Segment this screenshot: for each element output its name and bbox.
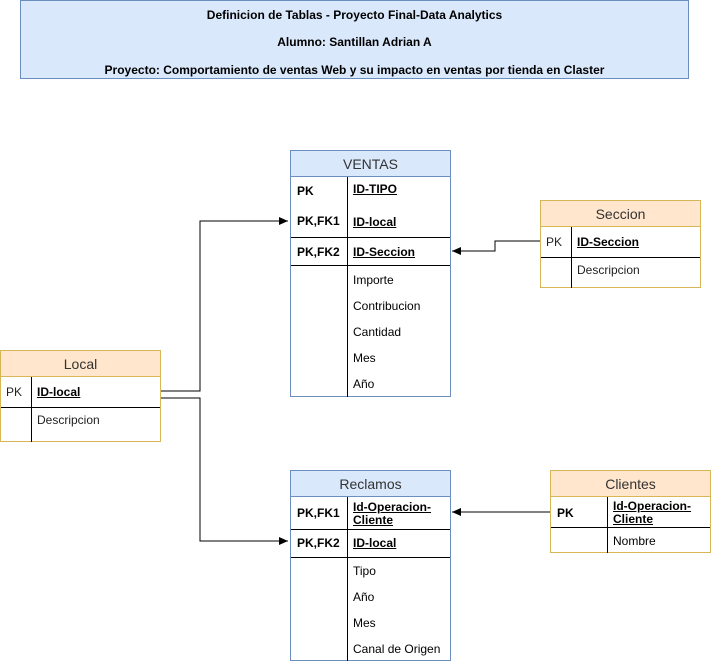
field-row: Año (353, 590, 375, 604)
table-ventas[interactable]: VENTAS PK ID-TIPO PK,FK1 ID-local PK,FK2… (290, 150, 451, 397)
key-label: PK,FK2 (297, 536, 340, 550)
table-seccion-title: Seccion (541, 201, 700, 227)
field-row: Mes (353, 616, 376, 630)
column-divider (347, 177, 348, 397)
field-row: Contribucion (353, 299, 421, 313)
row-divider (291, 237, 450, 238)
key-field: ID-local (353, 215, 397, 229)
row-divider (291, 265, 450, 266)
key-label: PK (557, 506, 574, 520)
key-field: Id-Operacion-Cliente (353, 500, 432, 527)
table-clientes-title: Clientes (551, 471, 710, 497)
key-label: PK (546, 235, 563, 249)
header-title: Definicion de Tablas - Proyecto Final-Da… (206, 8, 503, 22)
row-divider (1, 407, 160, 408)
key-field: ID-Seccion (353, 245, 416, 259)
table-ventas-title: VENTAS (291, 151, 450, 177)
field-row: Nombre (613, 534, 656, 548)
edge-local-reclamos (160, 397, 288, 545)
table-local[interactable]: Local PK ID-local Descripcion (0, 350, 161, 442)
field-row: Importe (353, 273, 394, 287)
row-divider (541, 257, 700, 258)
edge-seccion-ventas (452, 240, 540, 255)
table-clientes[interactable]: Clientes PK Id-Operacion-Cliente Nombre (550, 470, 711, 553)
key-field: ID-Seccion (577, 235, 640, 249)
header-student: Alumno: Santillan Adrian A (277, 35, 432, 49)
row-divider (291, 557, 450, 558)
table-seccion[interactable]: Seccion PK ID-Seccion Descripcion (540, 200, 701, 288)
field-row: Tipo (353, 564, 376, 578)
key-field: Id-Operacion-Cliente (613, 499, 692, 526)
field-row: Año (353, 377, 375, 391)
key-label: PK,FK2 (297, 245, 340, 259)
table-local-title: Local (1, 351, 160, 377)
field-row: Descripcion (37, 413, 100, 427)
field-row: Cantidad (353, 325, 402, 339)
key-label: PK,FK1 (297, 506, 340, 520)
table-reclamos-title: Reclamos (291, 471, 450, 497)
field-row: Mes (353, 351, 376, 365)
edge-local-ventas (160, 217, 288, 392)
table-reclamos[interactable]: Reclamos PK,FK1 Id-Operacion-Cliente PK,… (290, 470, 451, 661)
key-label: PK,FK1 (297, 214, 340, 228)
column-divider (31, 377, 32, 442)
diagram-header: Definicion de Tablas - Proyecto Final-Da… (20, 0, 689, 79)
key-field: ID-local (353, 536, 397, 550)
row-divider (551, 527, 710, 528)
field-row: Canal de Origen (353, 642, 441, 656)
row-divider (291, 529, 450, 530)
column-divider (607, 497, 608, 553)
column-divider (347, 497, 348, 661)
key-field: ID-TIPO (353, 182, 397, 196)
field-row: Descripcion (577, 263, 640, 277)
key-label: PK (297, 184, 314, 198)
key-field: ID-local (37, 385, 81, 399)
header-project: Proyecto: Comportamiento de ventas Web y… (104, 63, 605, 77)
key-label: PK (6, 385, 23, 399)
